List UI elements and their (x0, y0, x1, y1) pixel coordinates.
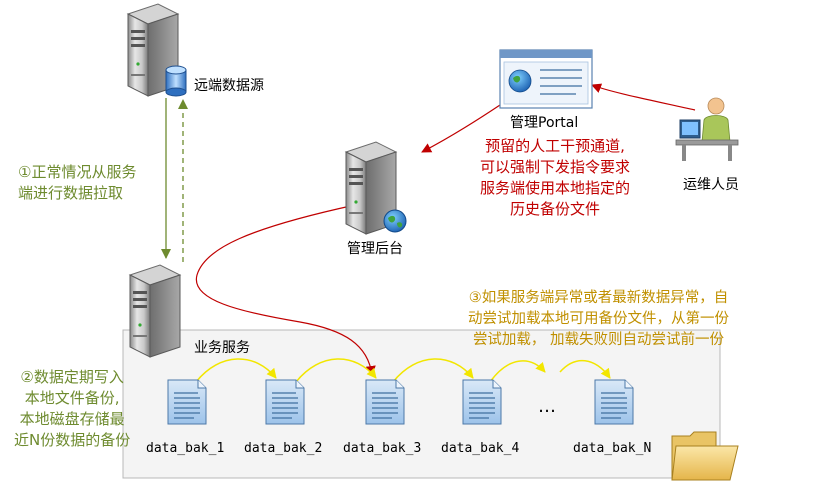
note-line: 历史备份文件 (510, 200, 601, 218)
note-line: 近N份数据的备份 (14, 431, 131, 449)
fallback-arc-more-N (559, 359, 611, 379)
fallback-arc-3-4 (392, 358, 474, 383)
fallback-arc-1-2 (195, 358, 277, 383)
backup-file-icon-N (594, 379, 634, 425)
ellipsis-label: … (538, 396, 556, 417)
remote-source-label: 远端数据源 (194, 78, 264, 94)
backup-file-icon-4 (462, 379, 502, 425)
note-auto-fallback: ③如果服务端异常或者最新数据异常，自 动尝试加载本地可用备份文件，从第一份 尝试… (468, 288, 729, 351)
globe-icon (383, 209, 407, 233)
business-server-icon (129, 264, 181, 358)
fallback-arc-2-3 (295, 358, 377, 383)
backup-file-icon-2 (265, 379, 305, 425)
file-label-2: data_bak_2 (244, 441, 323, 456)
note-line: 服务端使用本地指定的 (480, 179, 631, 197)
manual-override-arrow (195, 204, 376, 376)
fallback-arc-4-more (489, 360, 546, 383)
portal-window-icon (499, 49, 593, 109)
note-line: 端进行数据拉取 (18, 184, 124, 202)
operator-to-portal-arrow (591, 83, 696, 111)
note-line: 尝试加载， 加载失败则自动尝试前一份 (472, 332, 725, 348)
note-line: ①正常情况从服务 (18, 163, 137, 181)
file-label-4: data_bak_4 (441, 441, 520, 456)
note-line: 本地磁盘存储最 (19, 410, 125, 428)
note-manual-override: 预留的人工干预通道, 可以强制下发指令要求 服务端使用本地指定的 历史备份文件 (480, 136, 630, 220)
note-line: 预留的人工干预通道, (485, 137, 625, 155)
business-service-label: 业务服务 (194, 340, 250, 356)
portal-to-backend-arrow (421, 104, 501, 153)
note-line: 动尝试加载本地可用备份文件，从第一份 (468, 311, 729, 327)
file-label-1: data_bak_1 (146, 441, 225, 456)
operator-person-icon (675, 97, 739, 161)
folder-icon (671, 431, 739, 481)
note-periodic-backup: ②数据定期写入 本地文件备份, 本地磁盘存储最 近N份数据的备份 (14, 367, 130, 451)
operator-label: 运维人员 (683, 177, 739, 193)
note-line: 可以强制下发指令要求 (480, 158, 631, 176)
note-line: ③如果服务端异常或者最新数据异常，自 (468, 290, 729, 306)
file-label-N: data_bak_N (573, 441, 652, 456)
backend-label: 管理后台 (347, 241, 403, 257)
note-normal-pull: ①正常情况从服务 端进行数据拉取 (18, 162, 136, 204)
backup-file-icon-3 (365, 379, 405, 425)
portal-label: 管理Portal (510, 115, 579, 131)
database-icon (165, 65, 187, 97)
file-label-3: data_bak_3 (343, 441, 422, 456)
backup-file-icon-1 (167, 379, 207, 425)
note-line: 本地文件备份, (24, 389, 120, 407)
note-line: ②数据定期写入 (20, 368, 124, 386)
